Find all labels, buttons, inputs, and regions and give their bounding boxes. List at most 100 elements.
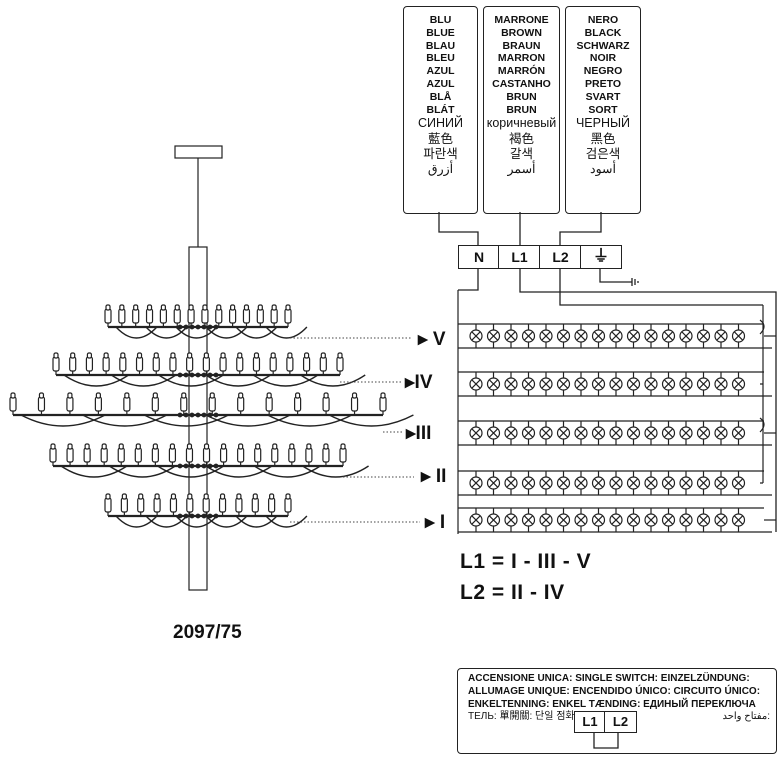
bead [183, 463, 189, 469]
bead [177, 372, 183, 378]
bulb [152, 443, 158, 450]
wire-color-label: NOIR [589, 52, 617, 65]
lamp-icon [504, 476, 518, 490]
hanging-cable [235, 515, 278, 528]
bulb [153, 352, 159, 359]
bead [183, 372, 189, 378]
bulb [351, 392, 358, 399]
lamp-icon [661, 513, 676, 527]
lamp-grid [457, 290, 776, 534]
lamp-cross [558, 428, 569, 438]
lamp-cross [541, 379, 551, 389]
bulb [124, 392, 130, 399]
bulb [216, 304, 222, 311]
lamp-icon [486, 513, 501, 527]
bead [213, 463, 219, 469]
hanging-cable [205, 374, 271, 387]
bulb [209, 392, 215, 399]
lamp-icon [469, 377, 483, 391]
bead [201, 513, 207, 519]
bulb-holder [215, 308, 223, 324]
lamp-cross [506, 428, 516, 438]
bulb-holder [242, 308, 251, 324]
bead [207, 372, 213, 378]
bulb [271, 304, 277, 311]
hanging-cable [205, 414, 291, 427]
bulb-holder [202, 447, 211, 463]
bulb-holder [187, 308, 195, 324]
lamp-cross [646, 331, 656, 341]
bulb [105, 493, 111, 500]
lamp-cross [576, 515, 586, 525]
bulb [174, 304, 180, 311]
lamp-cross [698, 428, 709, 438]
lamp-cross [698, 515, 709, 525]
lamp-cross [558, 331, 569, 341]
lamp-icon [574, 513, 588, 527]
bulb-holder [336, 356, 344, 372]
lamp-icon [486, 329, 501, 343]
bulb-holder [265, 396, 273, 412]
bulb-holder [201, 308, 209, 324]
lamp-icon [469, 476, 483, 490]
lamp-icon [486, 476, 501, 490]
lamp-cross [611, 515, 621, 525]
bulb [152, 392, 158, 399]
wire-earth [599, 267, 632, 283]
lamp-icon [626, 377, 641, 391]
wire-color-label: BLEU [426, 52, 455, 65]
lamp-icon [609, 377, 623, 391]
bead [201, 324, 207, 330]
lamp-icon [626, 513, 641, 527]
lamp-cross [628, 515, 639, 525]
wire-color-label: 褐色 [508, 131, 534, 146]
bulb [202, 304, 208, 311]
lamp-cross [733, 515, 744, 525]
wire-color-label: MARRON [497, 52, 546, 65]
bulb-holder [235, 497, 243, 513]
bulb [103, 352, 109, 359]
bulb [238, 392, 244, 399]
bulb [119, 304, 125, 311]
lamp-icon [504, 329, 518, 343]
wire-color-label: BLÅ [429, 90, 452, 103]
bulb [67, 392, 73, 399]
bulb-holder [169, 356, 177, 372]
lamp-cross [663, 331, 674, 341]
bulb-holder [305, 447, 313, 463]
bulb-holder [159, 308, 167, 324]
formula-l2: L2 = II - IV [460, 581, 565, 604]
lamp-cross [523, 331, 534, 341]
lamp-icon [644, 377, 658, 391]
bulb [269, 493, 275, 500]
bulb [272, 443, 278, 450]
tier-label-iii: ▸III [406, 423, 432, 444]
bulb-holder [202, 497, 210, 513]
lamp-icon [644, 476, 658, 490]
bead [195, 513, 201, 519]
lamp-cross [506, 379, 516, 389]
hanging-cable [267, 414, 353, 427]
arrow-icon: ▸ [425, 512, 435, 533]
lamp-icon [486, 426, 501, 440]
lamp-icon [591, 377, 606, 391]
bulb [10, 392, 16, 399]
hanging-cable [108, 465, 176, 478]
hanging-cable [144, 414, 229, 427]
chandelier-tier [104, 493, 308, 528]
bulb [101, 443, 107, 450]
bead [213, 372, 219, 378]
wire-color-label: CASTANHO [492, 77, 551, 90]
lamp-icon [609, 426, 623, 440]
bulb-holder [186, 497, 194, 513]
lamp-icon [731, 476, 746, 490]
bulb-holder [288, 447, 296, 463]
lamp-cross [646, 515, 656, 525]
hanging-cable [63, 374, 129, 387]
lamp-cross [558, 379, 569, 389]
lamp-icon [696, 513, 711, 527]
hanging-cable [20, 414, 106, 427]
bulb [67, 443, 73, 450]
lamp-icon [521, 426, 536, 440]
